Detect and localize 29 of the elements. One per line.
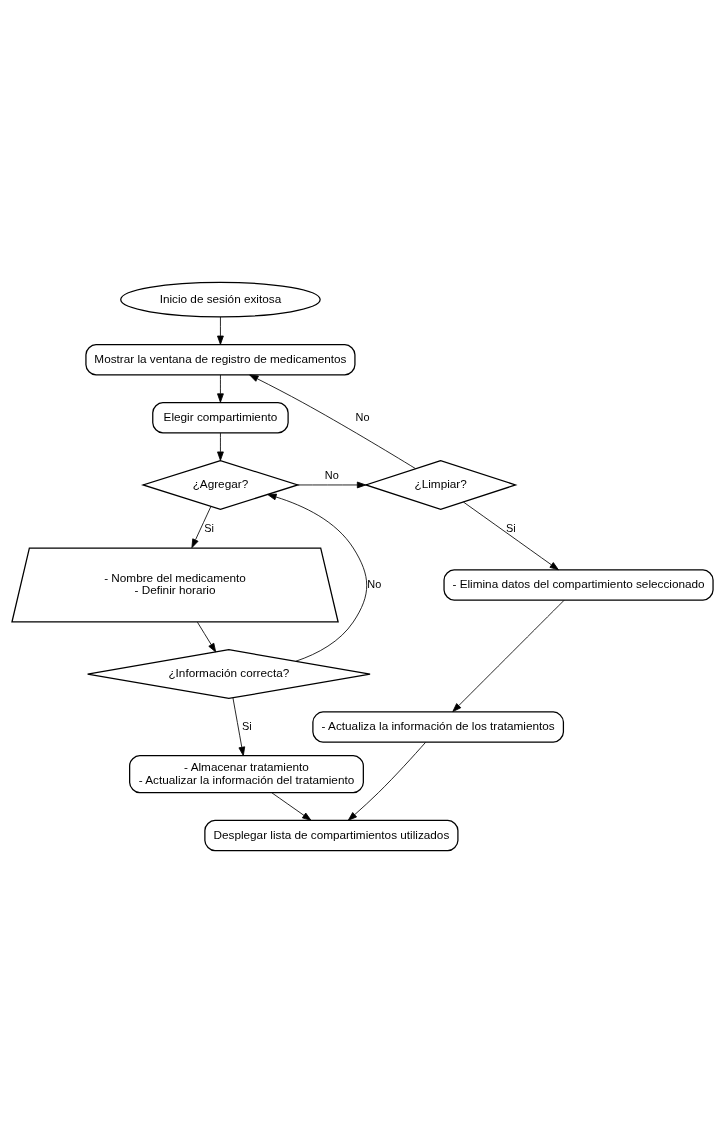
edge-label: No [367, 577, 382, 590]
node-diamond: ¿Agregar? [141, 459, 300, 510]
arrow [217, 316, 224, 345]
edge-label: Si [204, 521, 214, 534]
arrow [232, 697, 246, 756]
arrow [217, 374, 224, 403]
edge-label: No [324, 469, 339, 482]
arrow [463, 501, 559, 571]
edge-label: Si [506, 521, 516, 534]
node-ellipse: Inicio de sesión exitosa [120, 281, 321, 318]
arrow [267, 493, 368, 662]
arrow [191, 506, 212, 549]
arrow [249, 374, 416, 470]
edge-label: Si [242, 719, 252, 732]
node-box: - Elimina datos del compartimiento seleccionado [443, 569, 714, 601]
arrow [196, 621, 217, 653]
arrow [217, 432, 224, 461]
node-box: - Actualiza la información de los tratamientos [312, 711, 565, 743]
arrow [452, 599, 565, 712]
arrow [297, 481, 367, 489]
node-box: - Almacenar tratamiento - Actualizar la información del tratamiento [129, 755, 364, 794]
arrow [347, 742, 426, 821]
node-box: Mostrar la ventana de registro de medicamentos [85, 343, 356, 376]
node-box: Desplegar lista de compartimientos utilizados [204, 819, 459, 852]
node-diamond: ¿Información correcta? [87, 649, 371, 700]
node-diamond: ¿Limpiar? [363, 459, 518, 510]
edge-label: No [355, 410, 370, 423]
arrow [271, 792, 312, 821]
node-box: Elegir compartimiento [152, 401, 289, 434]
